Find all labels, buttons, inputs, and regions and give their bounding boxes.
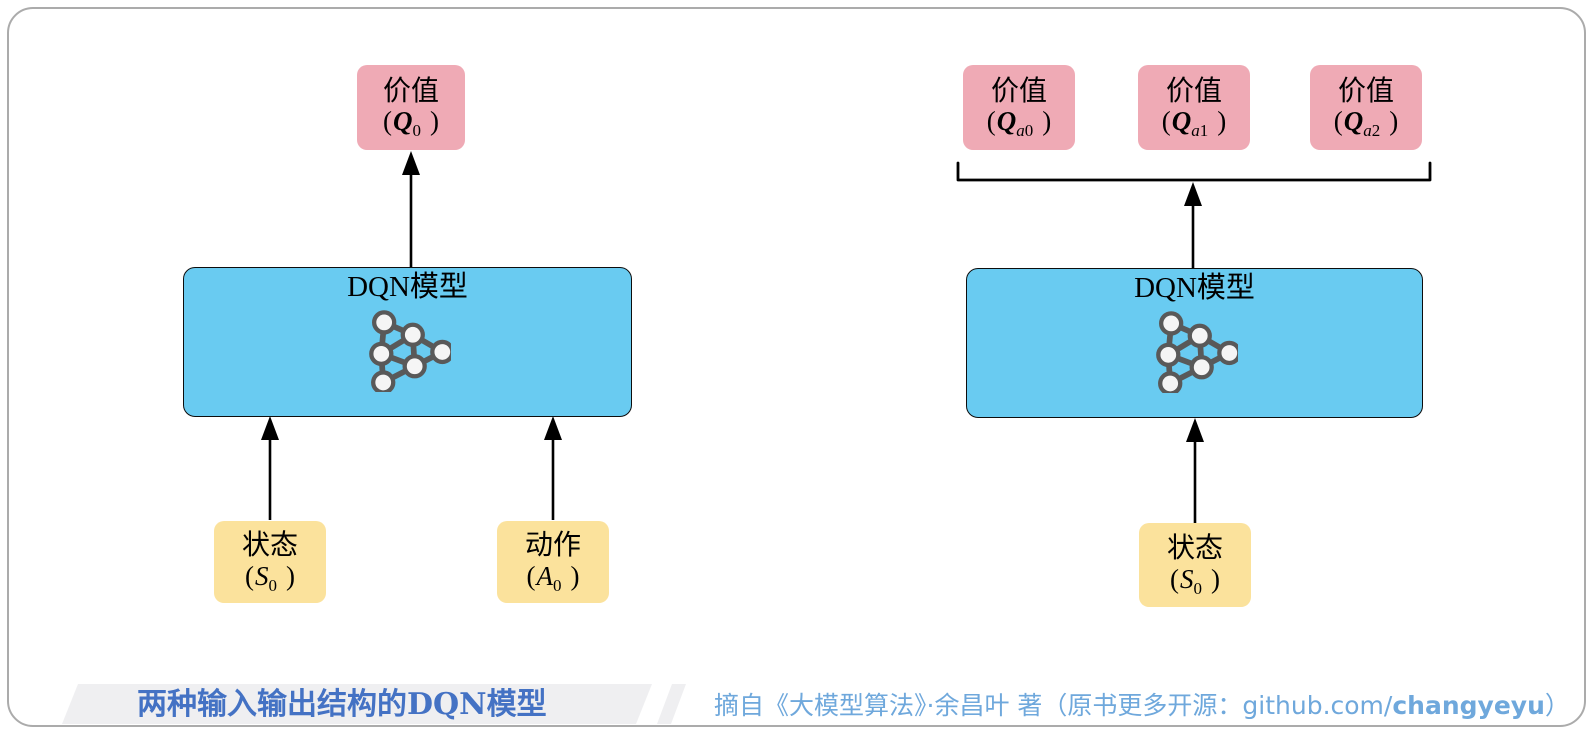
symbol-q: Q — [996, 106, 1017, 137]
paren-open: ( — [1170, 563, 1179, 594]
paren-open: ( — [1161, 106, 1171, 137]
symbol-q: Q — [1343, 106, 1364, 137]
right-dqn-model-title: DQN模型 — [1134, 272, 1255, 304]
paren-open: ( — [1333, 106, 1343, 137]
left-state-box: 状态 (S0) — [214, 521, 326, 603]
right-state-formula: (S0) — [1170, 564, 1220, 598]
caption-strip — [62, 684, 652, 724]
left-action-box: 动作 (A0) — [497, 521, 609, 603]
right-value-label-2: 价值 — [1337, 73, 1394, 107]
left-state-formula: (S0) — [245, 561, 295, 595]
left-action-formula: (A0) — [527, 561, 580, 595]
paren-close: ) — [430, 106, 439, 137]
paren-open: ( — [986, 106, 996, 137]
caption-title: 两种输入输出结构的DQN模型 — [137, 687, 547, 722]
attribution-github-handle: changyeyu — [1392, 691, 1545, 720]
right-value-formula-0: (Qa0) — [987, 106, 1052, 140]
symbol-a: A — [536, 560, 554, 591]
attribution-suffix: ） — [1544, 691, 1570, 720]
right-value-box-0: 价值 (Qa0) — [963, 65, 1075, 150]
paren-open: ( — [383, 106, 392, 137]
left-action-label: 动作 — [524, 528, 581, 562]
paren-close: ) — [286, 560, 295, 591]
outer-frame — [7, 7, 1586, 727]
paren-close: ) — [1389, 106, 1399, 137]
paren-open: ( — [526, 560, 536, 591]
left-dqn-model-box: DQN模型 — [183, 267, 632, 417]
left-value-formula: (Q0) — [383, 106, 439, 140]
symbol-s: S — [255, 560, 269, 591]
right-state-box: 状态 (S0) — [1139, 523, 1251, 607]
right-value-formula-1: (Qa1) — [1162, 106, 1227, 140]
left-value-box: 价值 (Q0) — [357, 65, 465, 150]
subscript-digit: 0 — [1193, 578, 1203, 598]
symbol-q: Q — [393, 106, 413, 137]
right-state-label: 状态 — [1166, 531, 1223, 565]
right-value-label-0: 价值 — [990, 73, 1047, 107]
paren-close: ) — [1211, 563, 1220, 594]
symbol-q: Q — [1171, 106, 1192, 137]
right-value-box-2: 价值 (Qa2) — [1310, 65, 1422, 150]
subscript-digit: 2 — [1371, 121, 1381, 141]
subscript-digit: 0 — [268, 575, 278, 595]
right-dqn-model-box: DQN模型 — [966, 268, 1423, 418]
subscript-letter: a — [1016, 121, 1025, 141]
subscript-letter: a — [1363, 121, 1372, 141]
neural-network-icon — [368, 310, 451, 393]
right-value-formula-2: (Qa2) — [1334, 106, 1399, 140]
paren-open: ( — [245, 560, 254, 591]
subscript-digit: 1 — [1199, 121, 1209, 141]
neural-network-icon — [1155, 311, 1238, 394]
attribution-prefix: 摘自《大模型算法》·余昌叶 著（原书更多开源：github.com/ — [714, 691, 1393, 720]
right-value-label-1: 价值 — [1165, 73, 1222, 107]
left-state-label: 状态 — [241, 528, 298, 562]
paren-close: ) — [1217, 106, 1227, 137]
subscript-digit: 0 — [412, 121, 422, 141]
right-value-box-1: 价值 (Qa1) — [1138, 65, 1250, 150]
left-dqn-model-title: DQN模型 — [347, 271, 468, 303]
symbol-s: S — [1180, 563, 1194, 594]
subscript-digit: 0 — [553, 575, 562, 595]
attribution-text: 摘自《大模型算法》·余昌叶 著（原书更多开源：github.com/changy… — [714, 691, 1570, 720]
subscript-letter: a — [1191, 121, 1200, 141]
subscript-digit: 0 — [1024, 121, 1034, 141]
left-value-label: 价值 — [382, 73, 439, 107]
paren-close: ) — [570, 560, 580, 591]
paren-close: ) — [1042, 106, 1052, 137]
